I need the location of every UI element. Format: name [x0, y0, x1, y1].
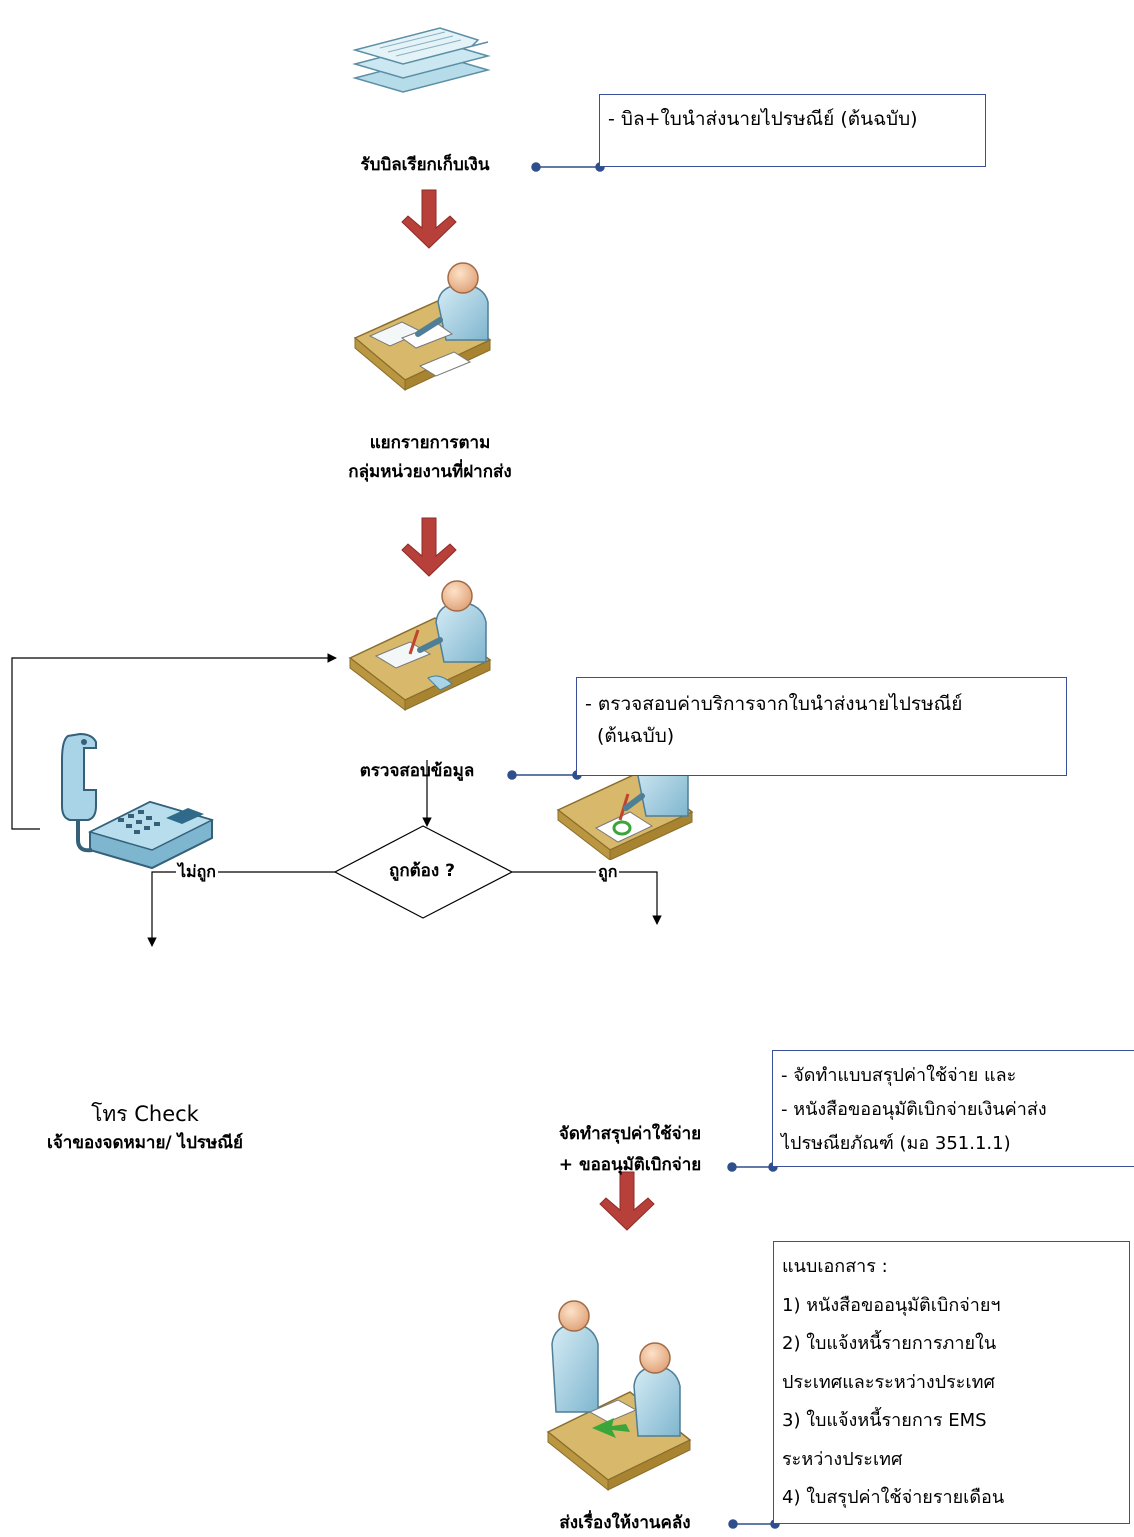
note-attachments-line: ระหว่างประเทศ — [782, 1448, 903, 1470]
note-attachments-line: 4) ใบสรุปค่าใช้จ่ายรายเดือน — [782, 1487, 1005, 1508]
step-separate-line2: กลุ่มหน่วยงานที่ฝากส่ง — [348, 462, 512, 482]
connector-receive — [531, 162, 605, 172]
step-summary-line2: + ขออนุมัติเบิกจ่าย — [558, 1155, 702, 1175]
step-receive-bill: รับบิลเรียกเก็บเงิน — [360, 155, 490, 175]
step-send: ส่งเรื่องให้งานคลัง — [559, 1513, 691, 1533]
note-attachments-line: 2) ใบแจ้งหนี้รายการภายใน — [782, 1333, 997, 1354]
note-attachments-line: 3) ใบแจ้งหนี้รายการ EMS — [782, 1410, 987, 1431]
down-arrow-1 — [401, 189, 457, 249]
step-verify: ตรวจสอบข้อมูล — [359, 761, 475, 781]
connector-verify — [507, 770, 582, 780]
flow-lines — [11, 653, 662, 947]
step-call-line1: โทร Check — [91, 1102, 199, 1126]
note-summary-line: ไปรษณียภัณฑ์ (มอ 351.1.1) — [781, 1133, 1011, 1154]
down-arrow-3 — [599, 1171, 655, 1231]
branch-no-label: ไม่ถูก — [176, 860, 218, 885]
step-separate-line1: แยกรายการตาม — [369, 433, 491, 453]
note-receive-line: - บิล+ใบนำส่งนายไปรษณีย์ (ต้นฉบับ) — [608, 108, 918, 130]
step-call-line2: เจ้าของจดหมาย/ ไปรษณีย์ — [47, 1133, 243, 1153]
note-verify: - ตรวจสอบค่าบริการจากใบนำส่งนายไปรษณีย์ … — [576, 677, 1067, 776]
note-verify-line: (ต้นฉบับ) — [597, 725, 675, 747]
note-summary-line: - หนังสือขออนุมัติเบิกจ่ายเงินค่าส่ง — [781, 1099, 1047, 1120]
branch-yes-label: ถูก — [596, 860, 620, 885]
note-attachments: แนบเอกสาร : 1) หนังสือขออนุมัติเบิกจ่ายฯ… — [773, 1241, 1130, 1524]
note-attachments-line: แนบเอกสาร : — [782, 1256, 888, 1277]
step-summary-line1: จัดทำสรุปค่าใช้จ่าย — [558, 1124, 702, 1144]
decision-diamond — [333, 825, 514, 919]
down-arrow-2 — [401, 517, 457, 577]
note-summary-line: - จัดทำแบบสรุปค่าใช้จ่าย และ — [781, 1065, 1017, 1086]
decision-label: ถูกต้อง ? — [389, 861, 455, 881]
person-writing-icon — [348, 580, 492, 712]
note-attachments-line: ประเทศและระหว่างประเทศ — [782, 1371, 995, 1393]
person-desk-icon — [353, 262, 492, 392]
note-attachments-line: 1) หนังสือขออนุมัติเบิกจ่ายฯ — [782, 1294, 1001, 1316]
connector-send — [728, 1519, 780, 1529]
handover-icon — [546, 1300, 692, 1492]
note-verify-line: - ตรวจสอบค่าบริการจากใบนำส่งนายไปรษณีย์ — [585, 693, 963, 715]
note-receive: - บิล+ใบนำส่งนายไปรษณีย์ (ต้นฉบับ) — [599, 94, 986, 167]
note-summary: - จัดทำแบบสรุปค่าใช้จ่าย และ - หนังสือขอ… — [772, 1050, 1134, 1167]
documents-icon — [352, 27, 491, 93]
connector-summary — [727, 1162, 778, 1172]
telephone-icon — [61, 732, 215, 870]
